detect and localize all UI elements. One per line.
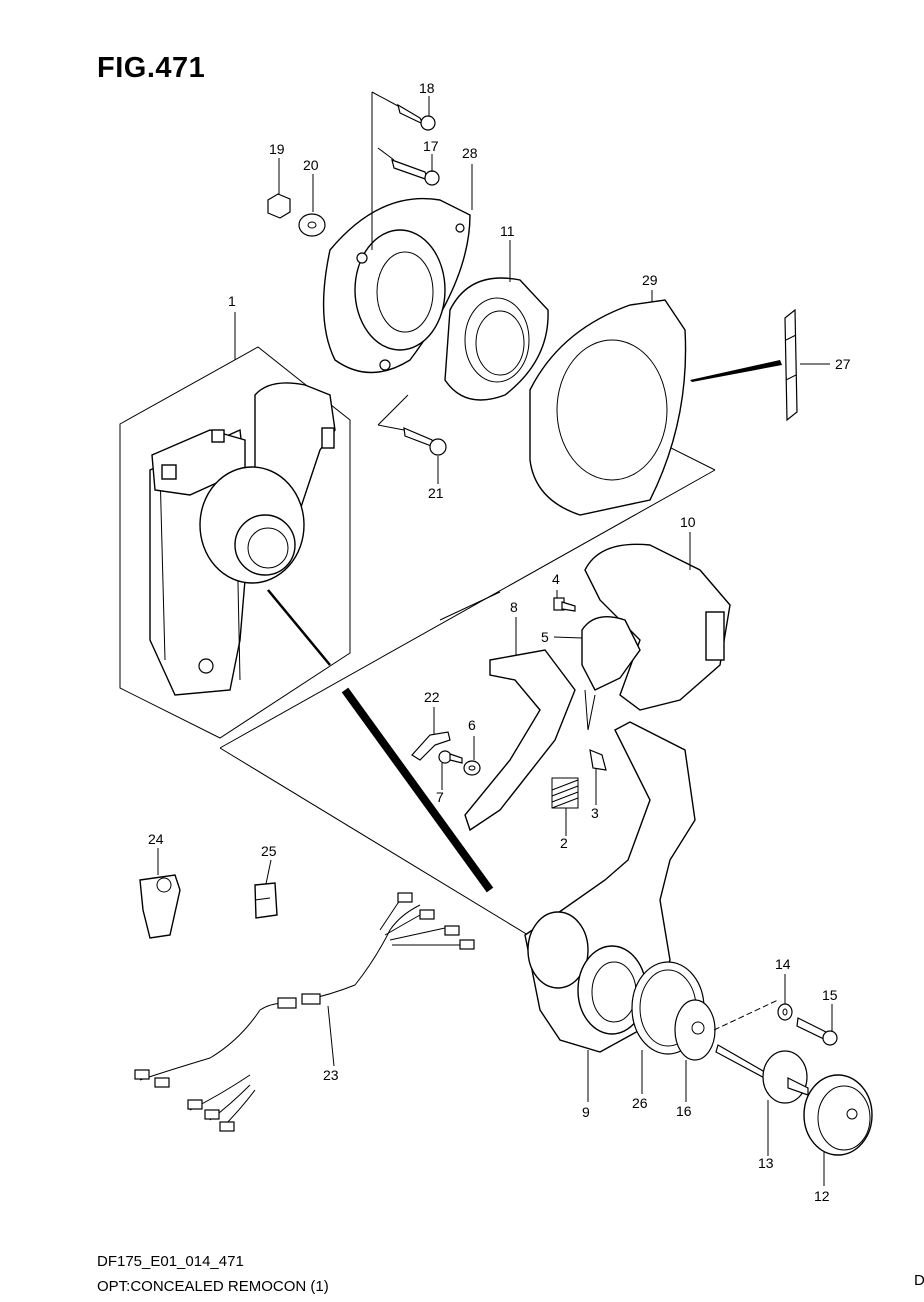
- edge-mark: D: [914, 1272, 924, 1289]
- callout-22: 22: [424, 689, 440, 705]
- clip-22: [411, 731, 451, 761]
- nut-19: [267, 193, 291, 219]
- callout-23: 23: [323, 1067, 339, 1083]
- callout-leaders: [157, 96, 833, 1186]
- plate-16: [674, 999, 716, 1061]
- screw-21: [403, 427, 447, 456]
- bolt-7: [438, 750, 463, 764]
- seal-27: [690, 308, 798, 422]
- figure-title: FIG.471: [97, 52, 206, 84]
- cam-5: [581, 616, 641, 731]
- callout-1: 1: [228, 293, 236, 309]
- figure-code: DF175_E01_014_471: [97, 1253, 244, 1270]
- screw-15: [796, 1017, 838, 1046]
- callout-24: 24: [148, 831, 164, 847]
- callout-labels: 1 2 3 4 5 6 7 8 9 10 11 12 13 14 15 16 1…: [148, 80, 851, 1204]
- screw-guide-lines: [371, 91, 409, 431]
- callout-3: 3: [591, 805, 599, 821]
- washer-14: [777, 1003, 793, 1021]
- callout-12: 12: [814, 1188, 830, 1204]
- lever-8: [464, 649, 576, 832]
- ring-gear-11: [444, 277, 549, 401]
- housing-assembly-frame: [119, 346, 351, 739]
- screw-18: [397, 103, 436, 131]
- wire-harness-23: [134, 892, 475, 1132]
- handle-cover-10: [584, 543, 731, 711]
- callout-21: 21: [428, 485, 444, 501]
- callout-10: 10: [680, 514, 696, 530]
- callout-7: 7: [436, 789, 444, 805]
- pin-3: [589, 749, 607, 771]
- callout-27: 27: [835, 356, 851, 372]
- callout-8: 8: [510, 599, 518, 615]
- figure-description: OPT:CONCEALED REMOCON (1): [97, 1278, 329, 1295]
- assembly-guide-lines: [219, 429, 716, 936]
- callout-18: 18: [419, 80, 435, 96]
- callout-15: 15: [822, 987, 838, 1003]
- callout-29: 29: [642, 272, 658, 288]
- bolt-4: [553, 597, 576, 612]
- callout-20: 20: [303, 157, 319, 173]
- callout-13: 13: [758, 1155, 774, 1171]
- cap-12: [803, 1074, 873, 1156]
- callout-25: 25: [261, 843, 277, 859]
- connector-24: [139, 874, 181, 939]
- cover-plate-28: [322, 197, 471, 374]
- callout-26: 26: [632, 1095, 648, 1111]
- cover-29: [529, 299, 687, 516]
- callout-16: 16: [676, 1103, 692, 1119]
- callout-6: 6: [468, 717, 476, 733]
- callout-2: 2: [560, 835, 568, 851]
- callout-28: 28: [462, 145, 478, 161]
- spring-2: [551, 777, 579, 809]
- callout-19: 19: [269, 141, 285, 157]
- callout-5: 5: [541, 629, 549, 645]
- callout-14: 14: [775, 956, 791, 972]
- washer-6: [463, 760, 481, 776]
- callout-9: 9: [582, 1104, 590, 1120]
- callout-11: 11: [500, 223, 515, 239]
- shaft-13: [715, 1044, 809, 1104]
- screw-17: [391, 159, 440, 186]
- callout-17: 17: [423, 138, 439, 154]
- clamp-25: [254, 882, 278, 919]
- washer-20: [298, 213, 326, 237]
- callout-4: 4: [552, 571, 560, 587]
